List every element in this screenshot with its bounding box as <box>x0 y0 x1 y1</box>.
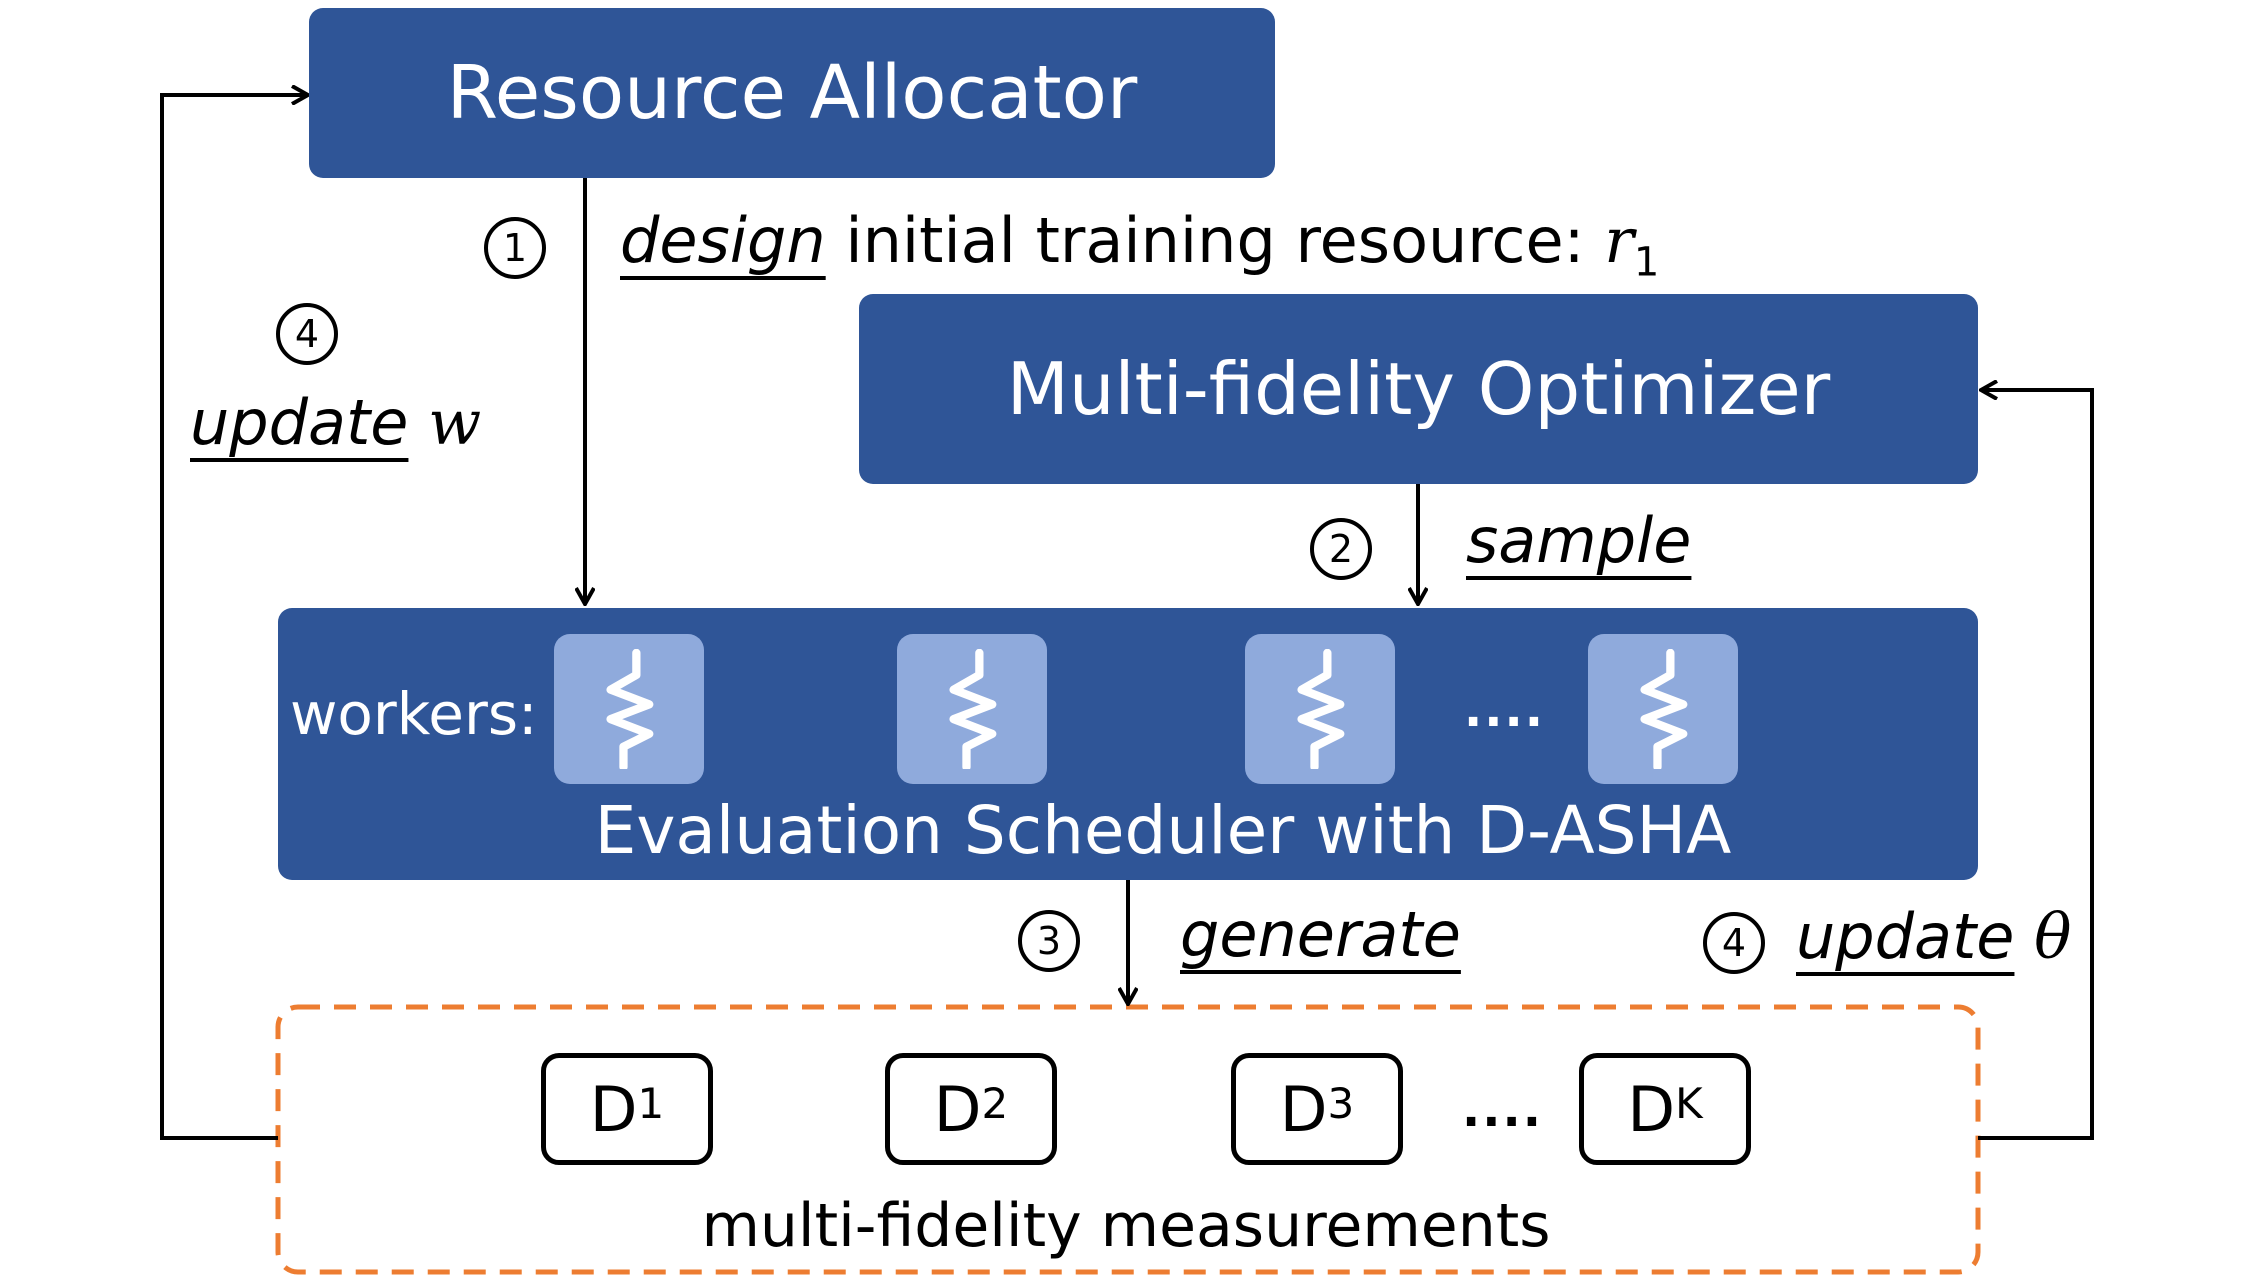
generate-verb: generate <box>1180 898 1461 971</box>
step-4-right-marker: 4 <box>1703 912 1765 974</box>
measurement-d2-sup: 2 <box>981 1078 1009 1128</box>
sample-verb: sample <box>1466 504 1692 577</box>
sample-edge-label: sample <box>1466 510 1691 572</box>
measurement-dk-sup: K <box>1675 1078 1703 1128</box>
step-1-marker: 1 <box>484 217 546 279</box>
optimizer-node: Multi-fidelity Optimizer <box>859 294 1978 484</box>
design-text: initial training resource: <box>825 204 1605 277</box>
resource-allocator-node: Resource Allocator <box>309 8 1275 178</box>
update-w-var: w <box>428 386 482 459</box>
zigzag-signal-icon <box>606 649 654 769</box>
update-w-edge-label: update w <box>190 392 481 454</box>
measurement-ellipsis: .... <box>1462 1082 1543 1138</box>
measurement-d3-sup: 3 <box>1327 1078 1355 1128</box>
step-2-marker: 2 <box>1310 518 1372 580</box>
design-var-sub: 1 <box>1633 239 1660 286</box>
step-3-marker: 3 <box>1018 910 1080 972</box>
scheduler-node: workers: .... Evaluation Scheduler with … <box>278 608 1978 880</box>
worker-k <box>1588 634 1738 784</box>
zigzag-signal-icon <box>1640 649 1688 769</box>
zigzag-signal-icon <box>949 649 997 769</box>
worker-1 <box>554 634 704 784</box>
measurement-d3-base: D <box>1279 1072 1328 1146</box>
update-w-verb: update <box>190 386 409 459</box>
step-4-left-marker: 4 <box>276 303 338 365</box>
design-var: r <box>1604 204 1634 277</box>
resource-allocator-label: Resource Allocator <box>446 50 1138 136</box>
design-edge-label: design initial training resource: r1 <box>620 210 1660 286</box>
measurement-d1-sup: 1 <box>637 1078 665 1128</box>
workers-label: workers: <box>290 680 538 748</box>
update-theta-verb: update <box>1796 900 2015 973</box>
measurements-caption: multi-fidelity measurements <box>701 1191 1551 1261</box>
update-theta-var: θ <box>2034 900 2072 973</box>
arrow-update-w <box>160 95 308 1140</box>
measurement-dk-base: D <box>1627 1072 1676 1146</box>
design-verb: design <box>620 204 826 277</box>
optimizer-label: Multi-fidelity Optimizer <box>1006 347 1831 431</box>
generate-edge-label: generate <box>1180 904 1461 966</box>
scheduler-label: Evaluation Scheduler with D-ASHA <box>594 792 1732 869</box>
update-theta-edge-label: update θ <box>1796 906 2072 968</box>
measurement-d1-base: D <box>589 1072 638 1146</box>
zigzag-signal-icon <box>1297 649 1345 769</box>
measurement-d2-base: D <box>933 1072 982 1146</box>
worker-ellipsis: .... <box>1464 682 1545 738</box>
worker-3 <box>1245 634 1395 784</box>
worker-2 <box>897 634 1047 784</box>
arrow-update-theta <box>1978 390 2094 1140</box>
